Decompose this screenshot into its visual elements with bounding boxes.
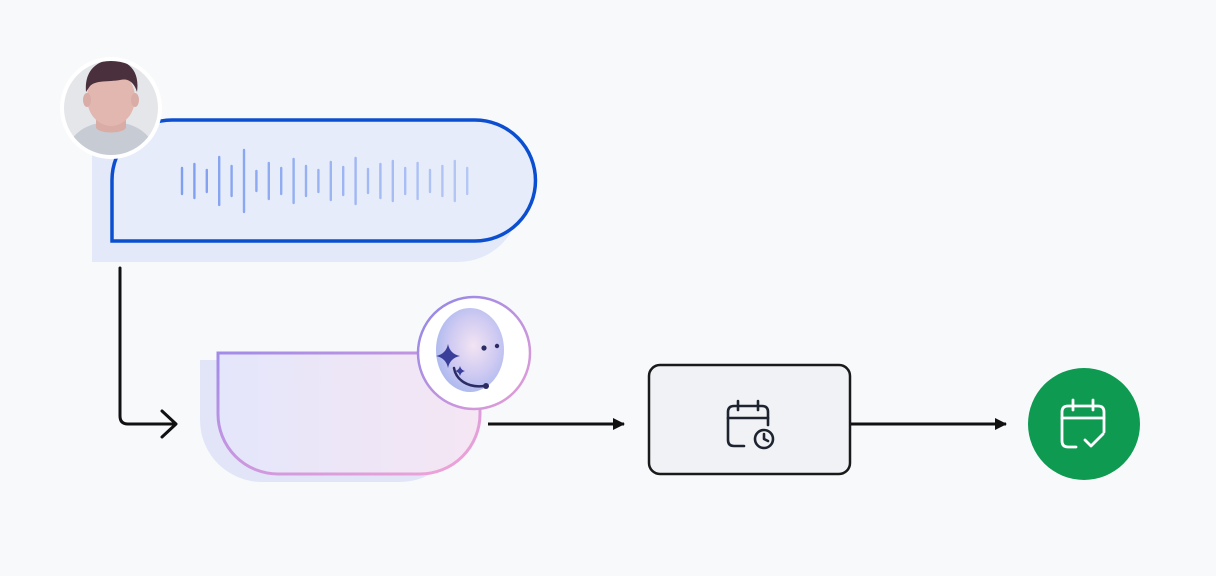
calendar-check-icon bbox=[1060, 398, 1106, 449]
ai-agent-avatar bbox=[416, 295, 532, 411]
sparkle-small-icon bbox=[455, 366, 465, 376]
caller-bubble bbox=[110, 118, 538, 243]
sparkle-icon bbox=[436, 344, 460, 368]
caller-avatar bbox=[60, 57, 162, 159]
schedule-box bbox=[647, 363, 852, 476]
caller-voice-bubble bbox=[92, 118, 538, 262]
ai-sound-wave-icon bbox=[254, 380, 445, 444]
schedule-step bbox=[647, 363, 852, 476]
ai-voice-bubble bbox=[200, 351, 482, 482]
ai-bubble bbox=[216, 351, 482, 476]
connector-arrowhead bbox=[160, 409, 178, 439]
calendar-clock-icon bbox=[726, 399, 775, 450]
caller-sound-wave-icon bbox=[180, 148, 469, 214]
connector-arrow bbox=[118, 266, 177, 426]
confirmed-step bbox=[1028, 368, 1140, 480]
confirmed-circle bbox=[1028, 368, 1140, 480]
